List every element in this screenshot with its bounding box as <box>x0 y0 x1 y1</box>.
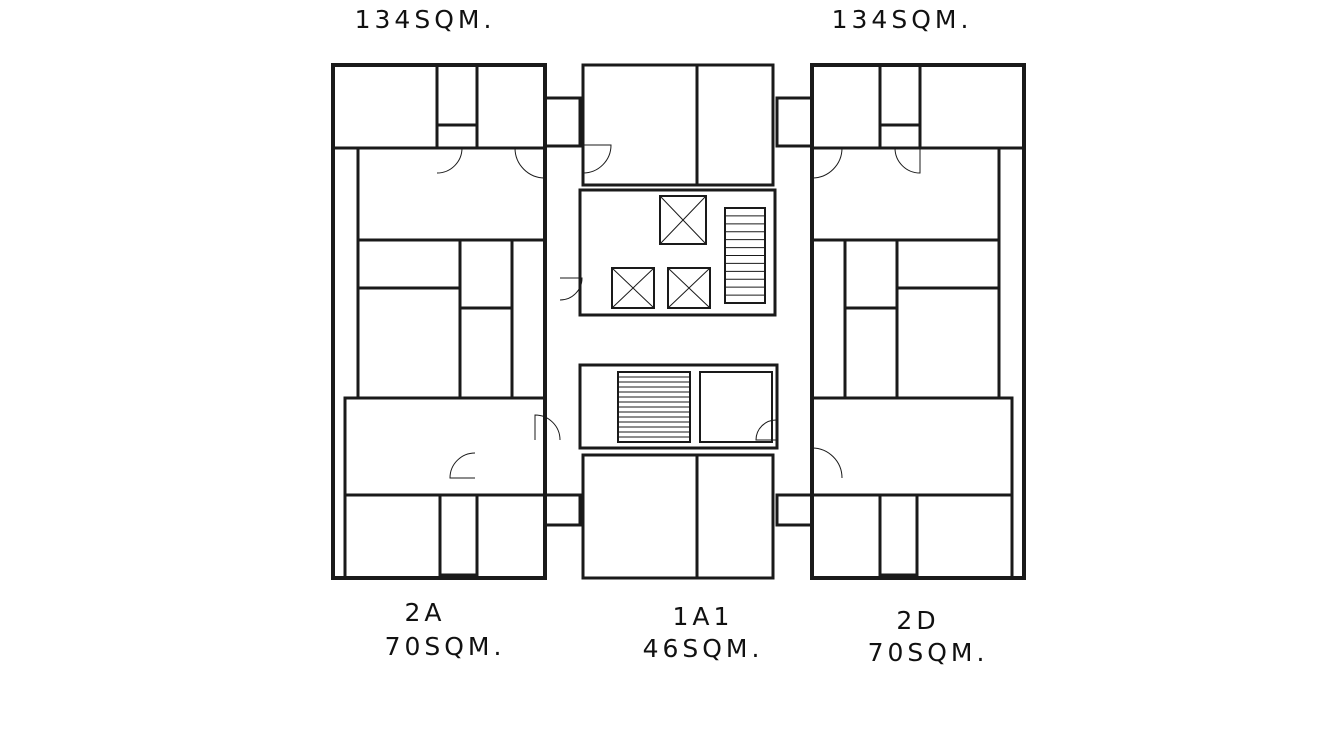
unit-top-right-area: 134SQM. <box>831 5 973 34</box>
stair-core <box>578 363 779 450</box>
right-unit-closet <box>843 238 899 310</box>
left-unit-living-room <box>343 396 547 497</box>
elevator-shaft <box>659 195 707 245</box>
door-swing <box>811 147 843 179</box>
unit-1a1-area: 46SQM. <box>642 634 764 663</box>
left-wing-outline <box>331 63 547 580</box>
center-bottom-unit-living <box>581 453 699 580</box>
center-top-unit-bedroom <box>695 63 775 187</box>
left-unit-balcony <box>543 96 582 148</box>
left-unit-balcony <box>543 493 582 527</box>
right-unit-bathroom <box>843 306 899 400</box>
service-room <box>699 371 773 443</box>
right-unit-bedroom <box>895 286 1001 400</box>
door-swing <box>559 277 583 301</box>
elevator-shaft <box>611 267 655 309</box>
left-unit-bedroom <box>475 63 547 150</box>
door-swing <box>449 452 476 479</box>
left-unit-bathroom <box>438 493 479 577</box>
door-swing <box>582 144 612 174</box>
elevator-shaft <box>667 267 711 309</box>
unit-2d-name: 2D <box>896 606 940 635</box>
unit-2a-area: 70SQM. <box>384 632 506 661</box>
right-unit-bathroom <box>878 493 919 577</box>
door-swing <box>811 447 843 479</box>
unit-2d-area: 70SQM. <box>867 638 989 667</box>
right-unit-bedroom <box>918 63 1026 150</box>
door-swing <box>894 147 921 174</box>
elevator-shaft-mark <box>611 267 655 309</box>
right-unit-bathroom <box>895 238 1001 290</box>
left-unit-living-room <box>356 146 547 242</box>
left-unit-bathroom <box>356 238 462 290</box>
right-unit-bedroom <box>915 493 1014 580</box>
right-unit-bedroom <box>810 63 882 150</box>
right-unit-living-room <box>810 396 1014 497</box>
right-unit-bedroom <box>810 493 882 580</box>
left-unit-bedroom <box>331 63 439 150</box>
right-unit-balcony <box>775 493 814 527</box>
left-unit-kitchen <box>510 238 547 400</box>
elevator-shaft-mark <box>667 267 711 309</box>
right-unit-living-room <box>810 146 1001 242</box>
right-unit-kitchen <box>810 238 847 400</box>
left-unit-bathroom <box>435 63 479 127</box>
right-unit-balcony <box>775 96 814 148</box>
elevator-shaft-mark <box>659 195 707 245</box>
right-unit-bathroom <box>878 63 922 127</box>
left-unit-bedroom <box>475 493 547 580</box>
center-bottom-unit-bedroom <box>695 453 775 580</box>
right-wing-outline <box>810 63 1026 580</box>
door-swing <box>436 147 463 174</box>
left-unit-bedroom <box>356 286 462 400</box>
unit-2a-name: 2A <box>404 598 446 627</box>
left-unit-bedroom <box>343 493 442 580</box>
unit-top-left-area: 134SQM. <box>354 5 496 34</box>
left-unit-closet <box>458 238 514 310</box>
elevator-core <box>578 188 777 317</box>
door-swing <box>534 414 561 441</box>
unit-1a1-name: 1A1 <box>672 602 734 631</box>
door-swing <box>755 419 777 441</box>
left-unit-bathroom <box>458 306 514 400</box>
door-swing <box>514 147 546 179</box>
